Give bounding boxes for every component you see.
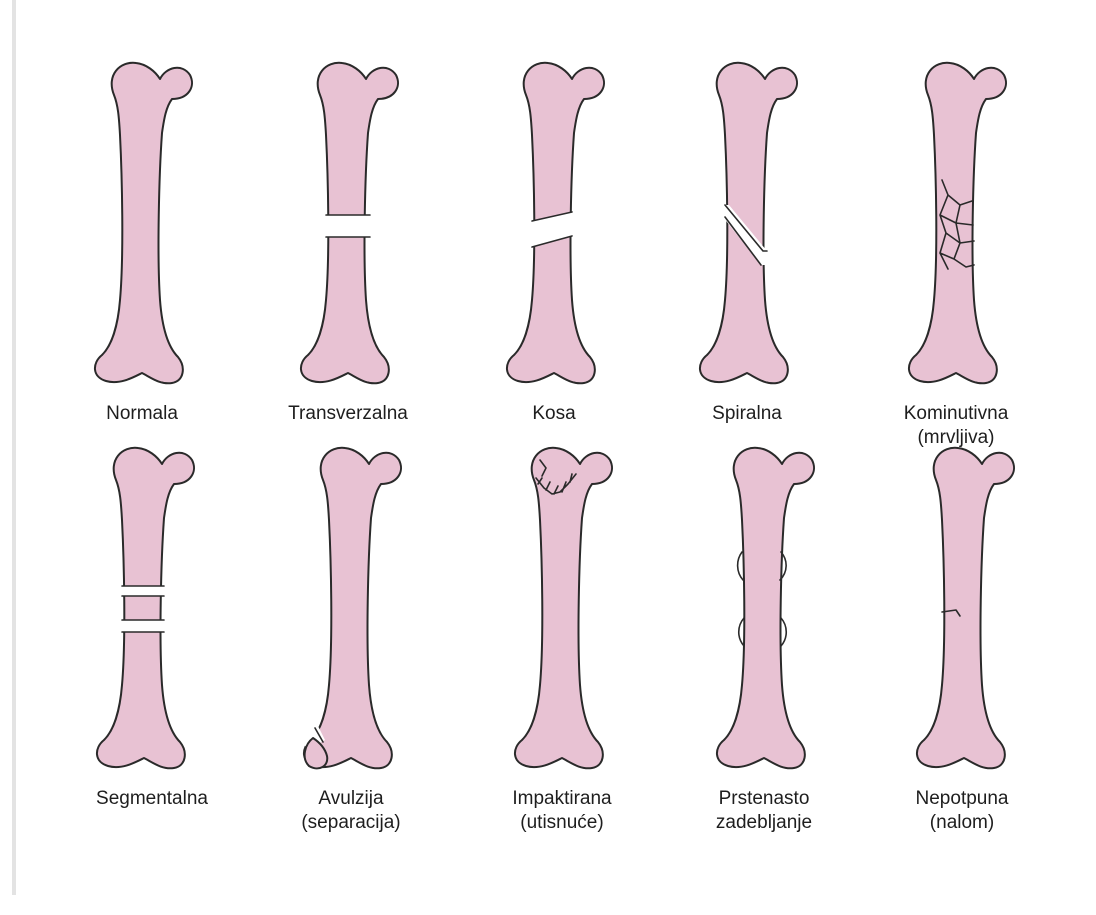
femur-segmentalna — [97, 448, 194, 769]
label-avulzija: Avulzija (separacija) — [251, 787, 451, 835]
femur-shape — [917, 448, 1014, 769]
label-nepotpuna-line2: (nalom) — [862, 811, 1062, 835]
femur-shape — [95, 63, 192, 384]
label-impaktirana: Impaktirana (utisnuće) — [462, 787, 662, 835]
label-avulzija-line2: (separacija) — [251, 811, 451, 835]
label-transverzalna: Transverzalna — [248, 402, 448, 426]
femur-avulzija — [299, 448, 401, 769]
label-prstenasto-line1: Prstenasto — [664, 787, 864, 811]
label-kominutivna-line1: Kominutivna — [856, 402, 1056, 426]
label-prstenasto: Prstenasto zadebljanje — [664, 787, 864, 835]
femur-transverzalna — [301, 63, 398, 384]
femur-nepotpuna — [917, 448, 1014, 769]
label-avulzija-line1: Avulzija — [251, 787, 451, 811]
label-segmentalna-line1: Segmentalna — [52, 787, 252, 811]
label-spiralna-line1: Spiralna — [647, 402, 847, 426]
label-nepotpuna-line1: Nepotpuna — [862, 787, 1062, 811]
label-prstenasto-line2: zadebljanje — [664, 811, 864, 835]
label-nepotpuna: Nepotpuna (nalom) — [862, 787, 1062, 835]
femur-shape — [304, 448, 401, 769]
femur-shape — [97, 448, 194, 769]
label-impaktirana-line1: Impaktirana — [462, 787, 662, 811]
label-normala: Normala — [42, 402, 242, 426]
label-kosa: Kosa — [454, 402, 654, 426]
label-impaktirana-line2: (utisnuće) — [462, 811, 662, 835]
femur-shape — [700, 63, 797, 384]
label-kominutivna-line2: (mrvljiva) — [856, 426, 1056, 450]
femur-prstenasto — [717, 448, 814, 769]
femur-kominutivna — [909, 63, 1006, 384]
femur-normala — [95, 63, 192, 384]
label-segmentalna: Segmentalna — [52, 787, 252, 811]
femur-shape — [515, 448, 612, 769]
label-transverzalna-line1: Transverzalna — [248, 402, 448, 426]
femur-spiralna — [700, 63, 797, 384]
label-kominutivna: Kominutivna (mrvljiva) — [856, 402, 1056, 450]
label-normala-line1: Normala — [42, 402, 242, 426]
femur-shape — [717, 448, 814, 769]
fracture-gap-upper — [104, 586, 184, 596]
femur-impaktirana — [515, 448, 612, 769]
femur-kosa — [507, 63, 604, 384]
fracture-gap — [308, 215, 388, 237]
fracture-gap-lower — [104, 620, 184, 632]
label-kosa-line1: Kosa — [454, 402, 654, 426]
label-spiralna: Spiralna — [647, 402, 847, 426]
